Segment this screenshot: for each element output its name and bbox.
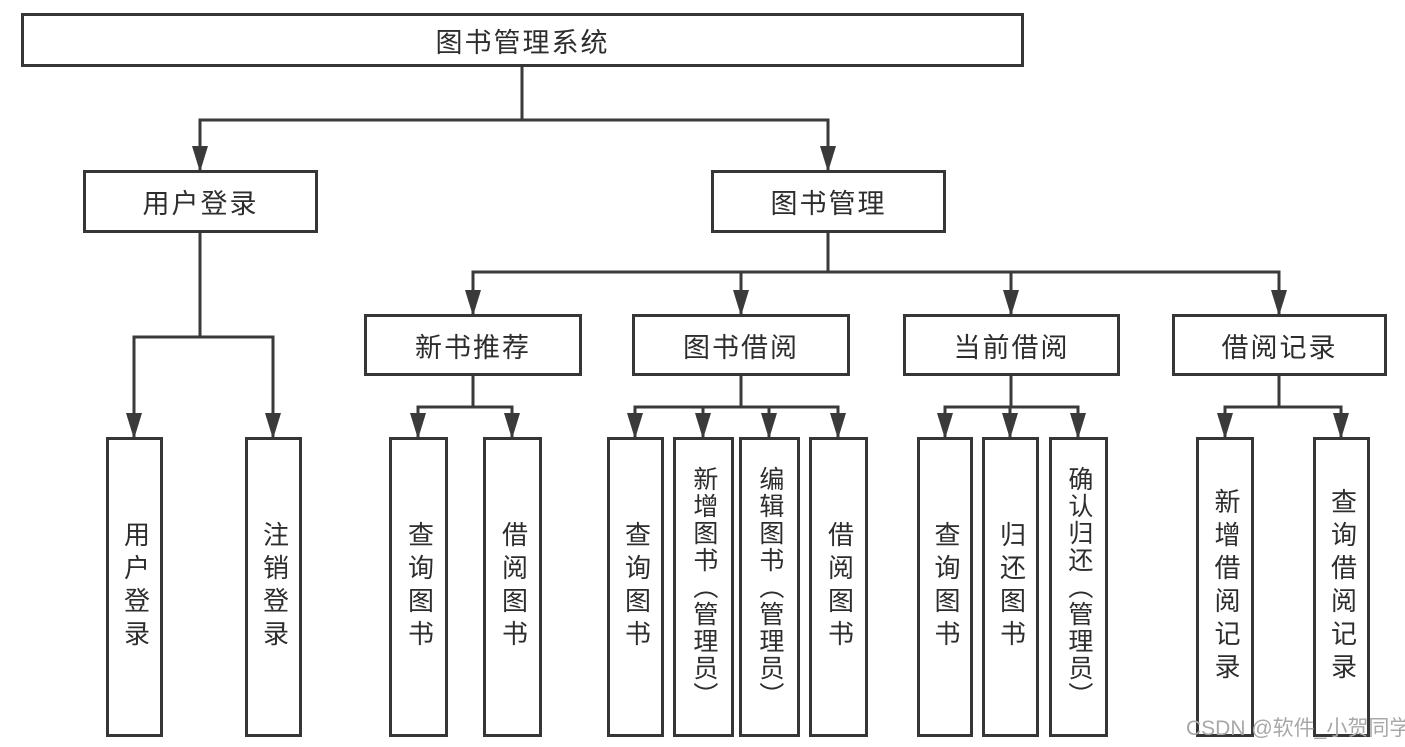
node-br-add-record-label: 新增借阅记录: [1210, 488, 1241, 686]
node-borrow-records-label: 借阅记录: [1221, 332, 1338, 363]
node-br-add-record: 新增借阅记录: [1196, 437, 1254, 737]
node-cb-query-book-label: 查询图书: [930, 521, 961, 653]
node-bb-query-book-label: 查询图书: [621, 521, 652, 653]
node-borrow-records: 借阅记录: [1172, 314, 1387, 376]
node-book-mgmt-label: 图书管理: [770, 189, 887, 219]
node-bb-add-book-label: 新增图书（管理员）: [689, 465, 718, 709]
edge-current-borrow-to-confirm: [1009, 376, 1086, 439]
node-user-login-group: 用户登录: [83, 170, 318, 233]
node-bb-edit-book-label: 编辑图书（管理员）: [755, 465, 784, 709]
edge-book-mgmt-to-book-borrow: [733, 233, 830, 316]
node-bb-query-book: 查询图书: [607, 437, 664, 737]
node-book-borrow: 图书借阅: [632, 314, 850, 376]
node-new-book-rec-label: 新书推荐: [415, 332, 531, 363]
node-logout: 注销登录: [245, 437, 302, 737]
node-cb-confirm-return-label: 确认归还（管理员）: [1064, 465, 1093, 709]
node-user-login-label: 用户登录: [120, 521, 151, 653]
node-book-borrow-label: 图书借阅: [683, 332, 799, 363]
node-user-login-group-label: 用户登录: [142, 189, 259, 219]
node-cb-return-book: 归还图书: [982, 437, 1039, 737]
node-current-borrow: 当前借阅: [903, 314, 1120, 376]
node-cb-return-book-label: 归还图书: [996, 521, 1027, 653]
node-nbr-query-book: 查询图书: [389, 437, 448, 737]
edge-book-borrow-to-add: [695, 376, 743, 439]
node-cb-query-book: 查询图书: [917, 437, 973, 737]
node-nbr-borrow-book-label: 借阅图书: [498, 521, 529, 653]
edge-new-book-rec-to-query: [410, 376, 475, 439]
node-br-query-record: 查询借阅记录: [1313, 437, 1370, 737]
edge-user-login-group-to-logout: [198, 233, 281, 439]
node-bb-borrow-book: 借阅图书: [809, 437, 868, 737]
node-cb-confirm-return: 确认归还（管理员）: [1049, 437, 1108, 737]
edge-borrow-records-to-add: [1217, 376, 1281, 439]
node-nbr-borrow-book: 借阅图书: [483, 437, 542, 737]
edge-current-borrow-to-query: [937, 376, 1013, 439]
csdn-watermark: CSDN @软件_小贺同学: [1186, 717, 1405, 740]
node-nbr-query-book-label: 查询图书: [404, 521, 435, 653]
edge-user-login-group-to-user-login: [126, 233, 202, 439]
edge-book-borrow-to-borrow: [739, 376, 846, 439]
node-root-label: 图书管理系统: [435, 27, 610, 58]
node-root: 图书管理系统: [21, 13, 1024, 67]
node-user-login: 用户登录: [106, 437, 163, 737]
node-new-book-rec: 新书推荐: [364, 314, 582, 376]
node-br-query-record-label: 查询借阅记录: [1327, 488, 1358, 686]
node-bb-edit-book: 编辑图书（管理员）: [739, 437, 800, 737]
node-bb-add-book: 新增图书（管理员）: [673, 437, 734, 737]
edge-book-mgmt-to-borrow-records: [826, 233, 1287, 316]
edge-root-to-book-mgmt: [520, 67, 836, 172]
edge-borrow-records-to-query: [1277, 376, 1349, 439]
edge-new-book-rec-to-borrow: [471, 376, 520, 439]
node-bb-borrow-book-label: 借阅图书: [824, 521, 855, 653]
node-book-mgmt: 图书管理: [711, 170, 946, 233]
node-logout-label: 注销登录: [259, 521, 290, 653]
edge-root-to-user-login-group: [192, 67, 524, 172]
node-current-borrow-label: 当前借阅: [953, 332, 1070, 363]
